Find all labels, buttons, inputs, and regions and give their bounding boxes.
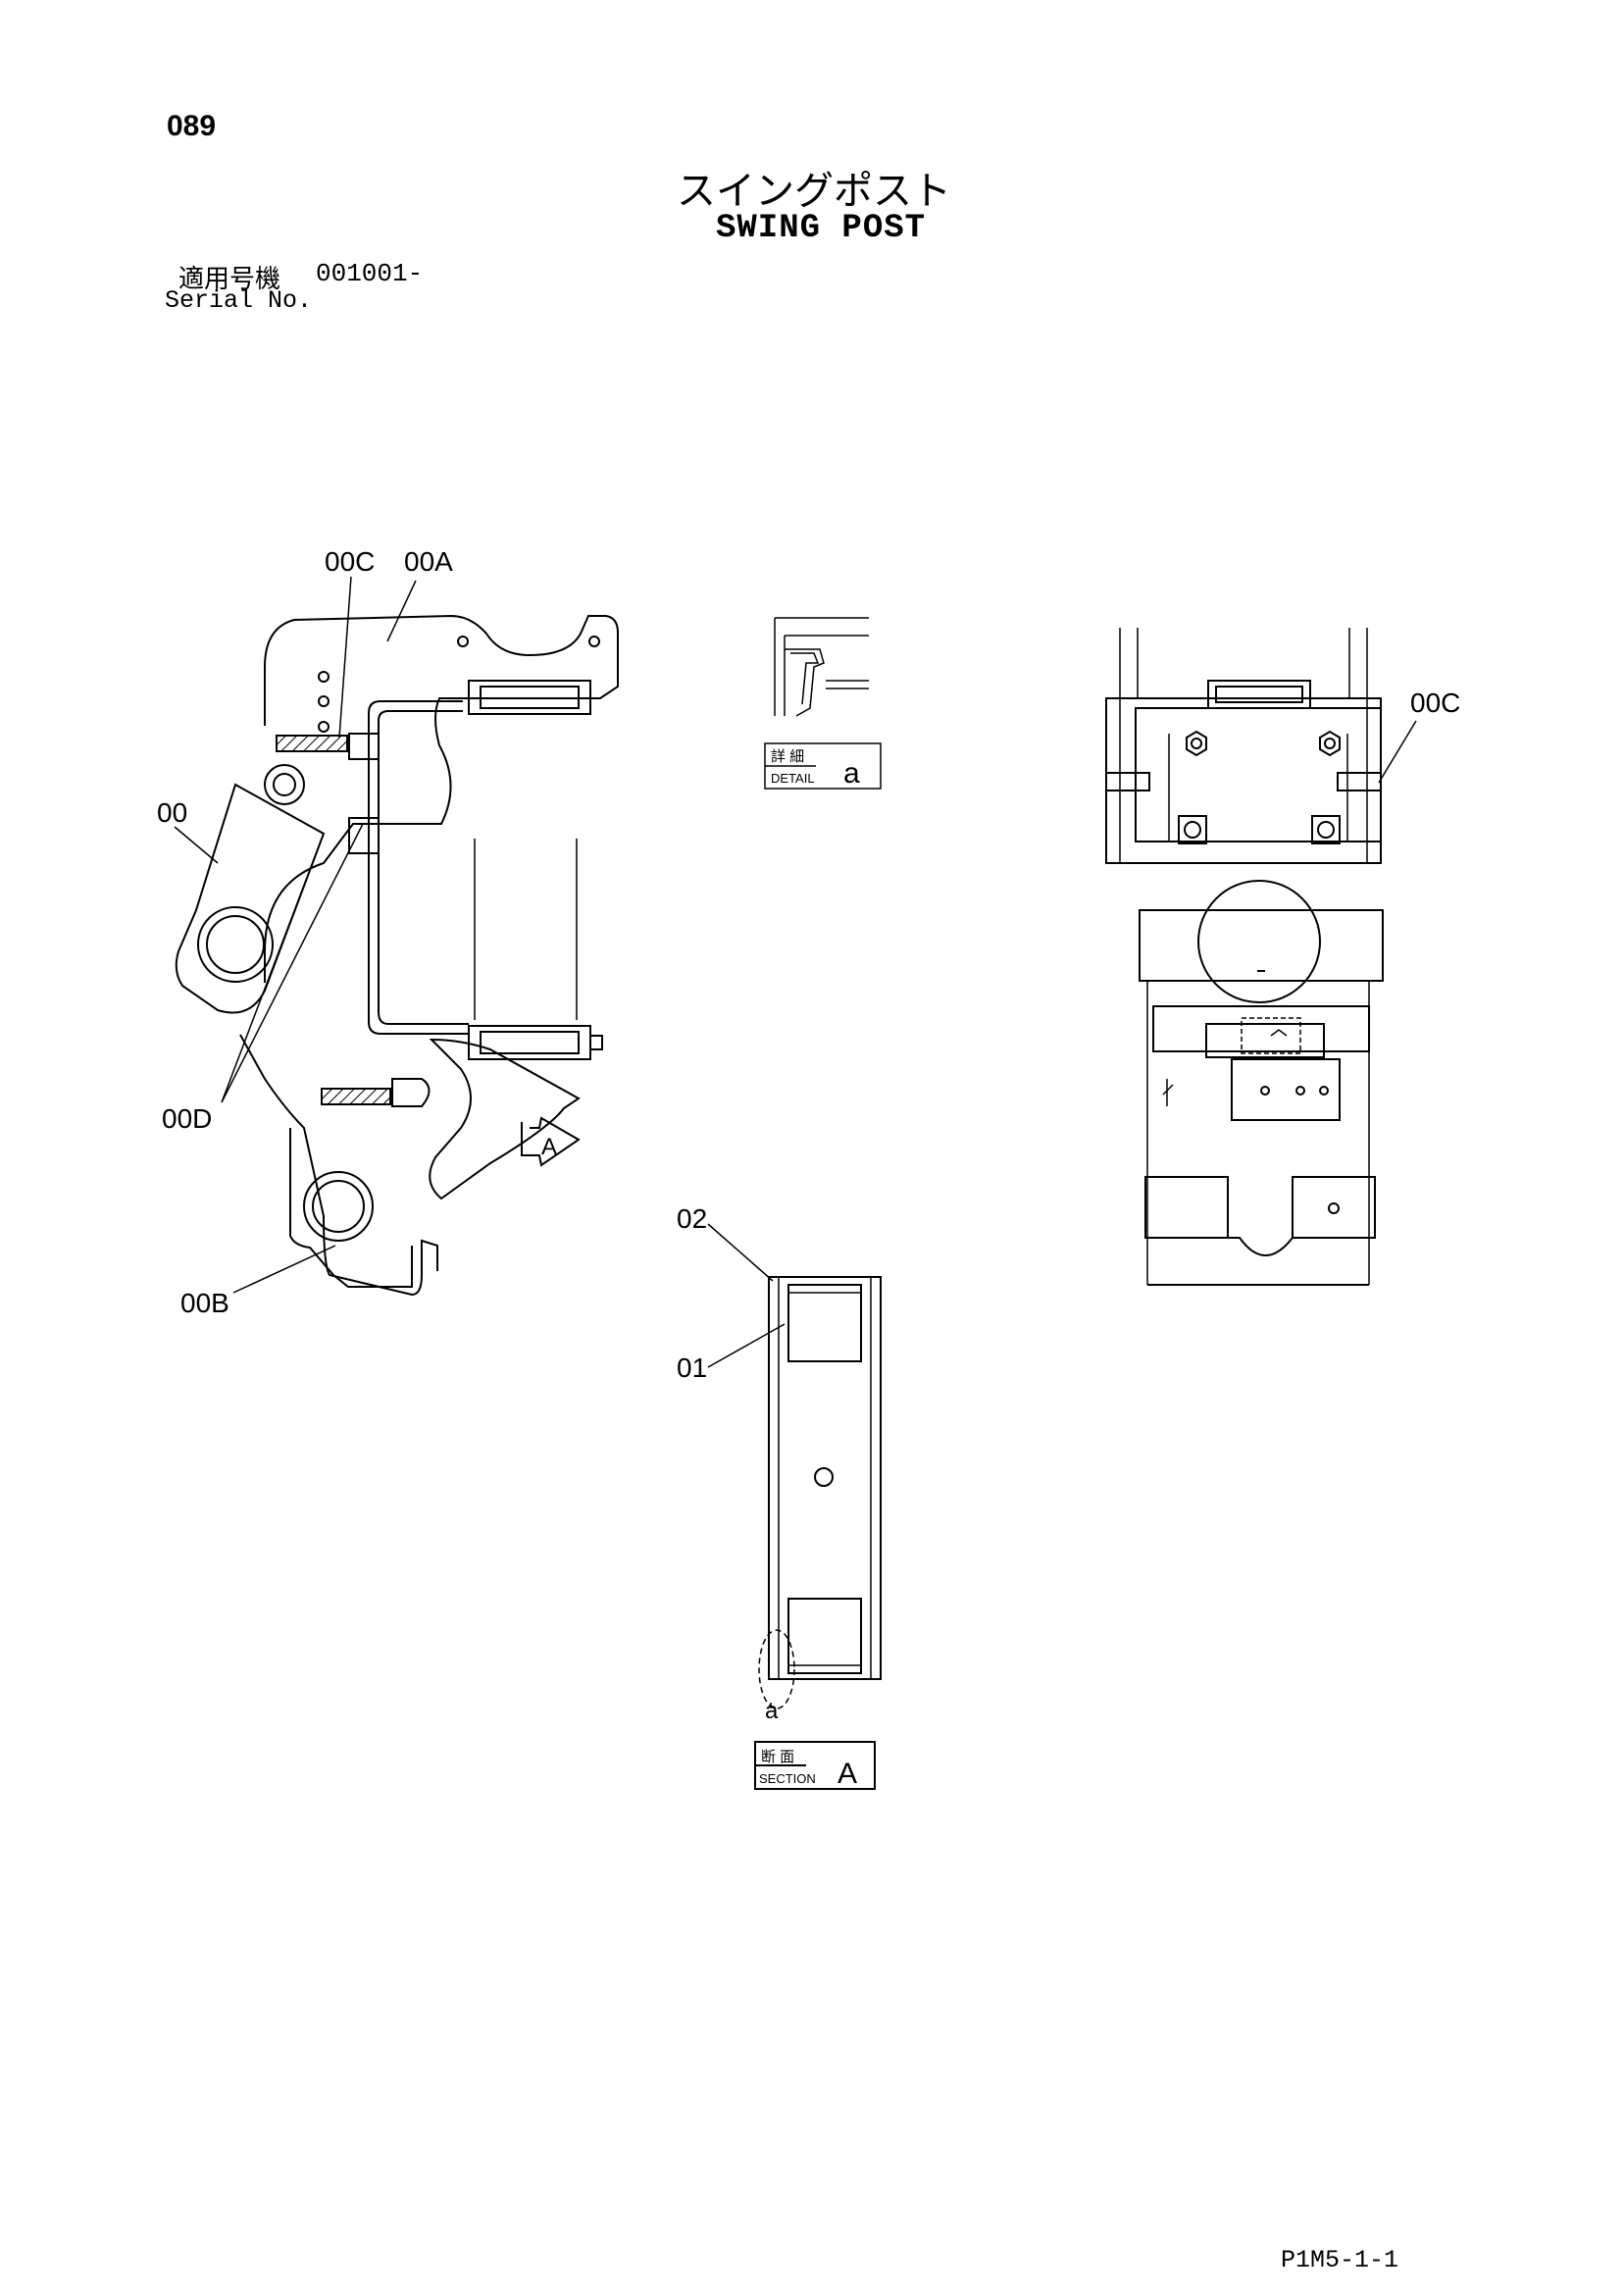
section-a-view xyxy=(754,1276,882,1790)
side-view-leaders xyxy=(174,576,417,1294)
detail-a-view xyxy=(764,617,882,790)
boom-pin-hole-outer xyxy=(197,906,274,983)
serial-label-japanese: 適用号機 xyxy=(178,265,281,294)
page-number: 089 xyxy=(167,110,217,142)
lower-plate-outline xyxy=(429,1038,581,1200)
lower-bushing-core xyxy=(480,1031,580,1054)
upper-plate-hole xyxy=(318,695,330,707)
upper-pivot-inner xyxy=(273,773,296,796)
callout-00d: 00D xyxy=(162,1103,212,1134)
callout-00b: 00B xyxy=(180,1288,229,1318)
upper-bushing xyxy=(468,680,591,715)
page-title-english: SWING POST xyxy=(716,210,927,247)
clamp-bolt xyxy=(348,817,380,854)
drawing-code: P1M5-1-1 xyxy=(1281,2246,1399,2274)
clamp-loop xyxy=(391,1078,431,1107)
section-arrow-a xyxy=(521,1116,581,1167)
serial-label-english: Serial No. xyxy=(165,286,313,315)
upper-plate-hole xyxy=(318,671,330,683)
lower-bushing-end xyxy=(589,1035,603,1050)
upper-plate-hole xyxy=(588,636,600,647)
clamp-hatched xyxy=(276,735,348,752)
pipe-route xyxy=(368,700,469,1035)
lower-pin-hole-outer xyxy=(303,1171,374,1242)
serial-number-value: 001001- xyxy=(316,259,424,288)
callout-00c-side: 00C xyxy=(325,546,375,577)
boom-pin-hole-inner xyxy=(206,915,265,974)
callout-00c-front: 00C xyxy=(1410,688,1460,718)
detail-label-en: DETAIL xyxy=(771,771,815,786)
section-a-leaders xyxy=(707,1223,786,1709)
section-arrow-label: A xyxy=(541,1134,557,1160)
lower-pin-hole-inner xyxy=(312,1180,365,1233)
upper-plate-hole xyxy=(318,721,330,733)
side-view xyxy=(175,614,619,1297)
boom-arm-outline xyxy=(175,783,326,1014)
upper-bushing-core xyxy=(480,686,580,709)
lower-bracket-outline xyxy=(289,1128,413,1288)
detail-label-jp: 詳 細 xyxy=(771,748,804,765)
clamp-bolt xyxy=(348,733,380,760)
detail-letter: a xyxy=(843,757,860,790)
front-view xyxy=(1105,628,1384,1286)
section-label-jp: 断 面 xyxy=(761,1749,794,1765)
callout-00: 00 xyxy=(157,797,187,828)
upper-plate-hole xyxy=(457,636,469,647)
callout-00a: 00A xyxy=(404,546,453,577)
front-view-leader xyxy=(1378,720,1417,784)
callout-detail-a: a xyxy=(765,1698,779,1724)
callout-01: 01 xyxy=(677,1352,707,1383)
page-title-japanese: スイングポスト xyxy=(677,169,951,214)
callout-02: 02 xyxy=(677,1203,707,1234)
upper-pivot-outer xyxy=(264,764,305,805)
section-letter: A xyxy=(837,1758,857,1790)
section-label-en: SECTION xyxy=(759,1771,816,1786)
clamp-hatched xyxy=(321,1088,391,1105)
